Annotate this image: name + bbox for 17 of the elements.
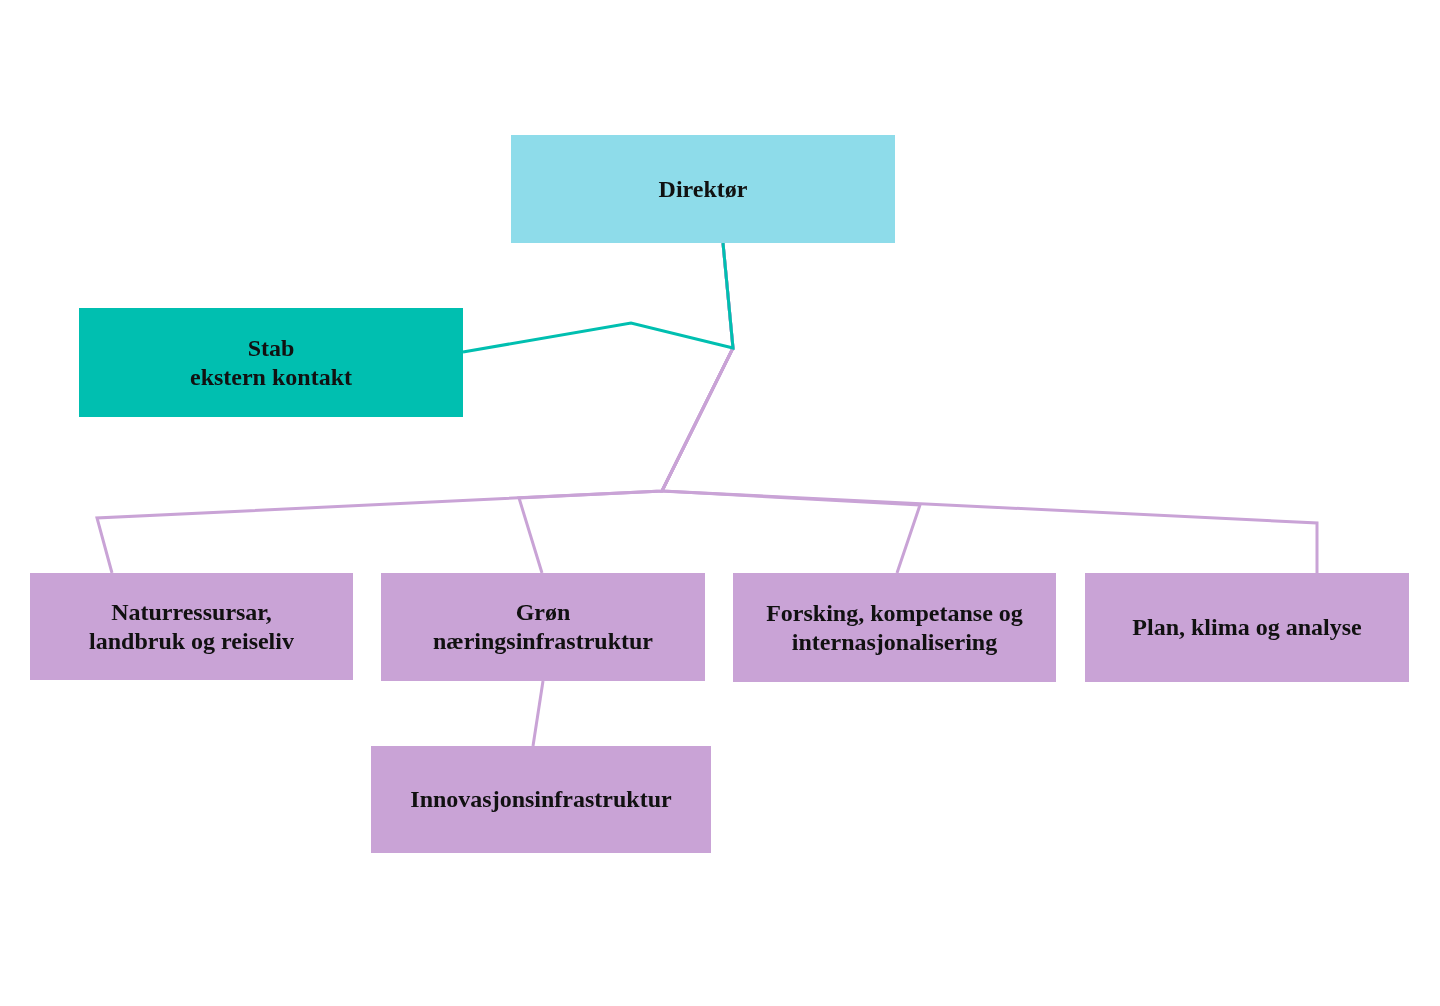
org-box — [381, 573, 705, 681]
node-text: Stab — [247, 333, 295, 363]
node-text: Direktør — [658, 174, 748, 204]
org-box — [371, 746, 711, 853]
org-box — [1085, 573, 1409, 682]
org-box — [30, 573, 353, 680]
connector-line — [531, 680, 545, 747]
connector-line — [462, 242, 735, 354]
node-text: Naturressursar, landbruk og reiseliv — [88, 597, 295, 656]
node-text: Plan, klima og analyse — [1132, 613, 1362, 642]
node-text: Forsking, kompetanse og internasjonalisering — [765, 598, 1024, 657]
org-box — [733, 573, 1056, 682]
node-text: ekstern kontakt — [190, 362, 352, 392]
org-box — [79, 308, 463, 417]
node-text: Grøn næringsinfrastruktur — [432, 598, 654, 656]
org-box — [511, 135, 895, 243]
node-text: Innovasjonsinfrastruktur — [410, 785, 672, 814]
